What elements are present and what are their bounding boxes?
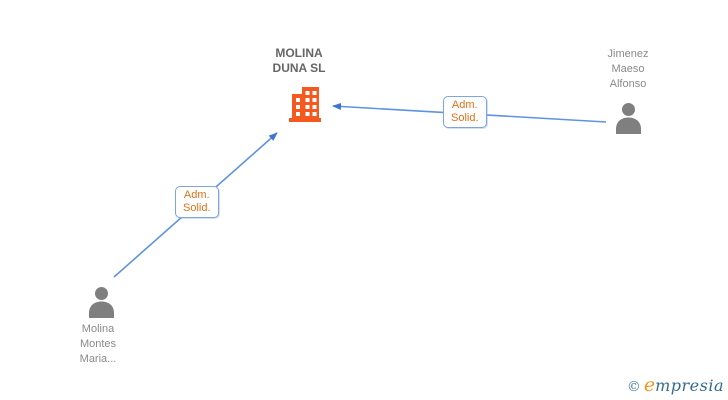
company-building-icon[interactable]: [288, 85, 322, 122]
edge-label-line: Adm.: [183, 189, 210, 201]
edge-label-line: Solid.: [451, 112, 479, 124]
edge-label-line: Adm.: [451, 99, 478, 111]
person-name-line: Maria...: [79, 353, 117, 365]
person-name-line: Montes: [79, 338, 117, 350]
person-name-line: Alfonso: [609, 78, 647, 90]
company-name-line: MOLINA: [275, 46, 323, 60]
edge-label-line: Solid.: [183, 202, 211, 214]
empresia-logo-initial: e: [643, 374, 656, 396]
empresia-watermark: ©empresia: [627, 375, 724, 397]
person-name-jimenez-maeso-alfonso[interactable]: Jimenez Maeso Alfonso: [578, 47, 678, 92]
company-name-molina-duna-sl[interactable]: MOLINA DUNA SL: [237, 46, 361, 76]
copyright-icon: ©: [626, 379, 641, 395]
person-name-line: Maeso: [611, 63, 645, 75]
person-name-line: Jimenez: [607, 48, 649, 60]
person-name-molina-montes-maria[interactable]: Molina Montes Maria...: [48, 322, 148, 367]
person-icon-molina[interactable]: [88, 286, 115, 318]
company-name-line: DUNA SL: [272, 61, 326, 75]
edge-label-adm-solid-molina[interactable]: Adm. Solid.: [175, 186, 219, 218]
person-name-line: Molina: [81, 323, 115, 335]
person-icon-jimenez[interactable]: [615, 102, 642, 134]
empresia-logo-text: mpresia: [655, 376, 724, 395]
edge-label-adm-solid-jimenez[interactable]: Adm. Solid.: [443, 96, 487, 128]
